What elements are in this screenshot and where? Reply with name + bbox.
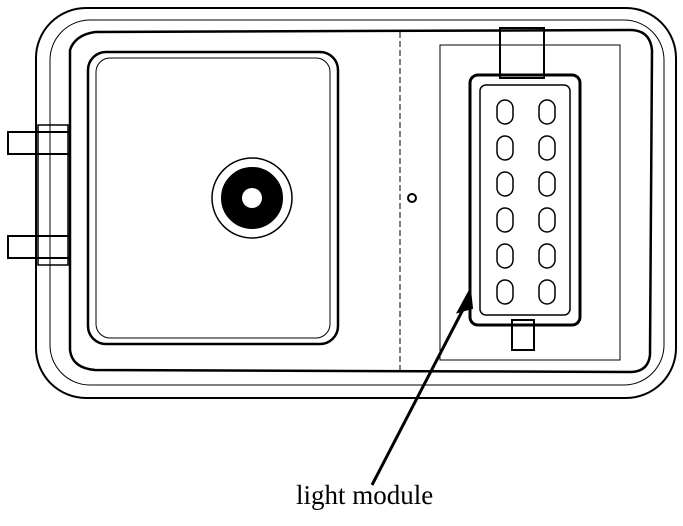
led — [496, 207, 514, 233]
led — [538, 207, 556, 233]
led — [538, 135, 556, 161]
led-array — [496, 99, 556, 305]
outer-housing — [35, 7, 677, 399]
pointer-arrow — [370, 295, 472, 486]
led — [538, 243, 556, 269]
led — [496, 99, 514, 125]
light-module — [468, 73, 582, 327]
led — [538, 171, 556, 197]
led — [496, 171, 514, 197]
frame — [68, 28, 654, 374]
led — [538, 279, 556, 305]
connector — [499, 27, 545, 79]
left-panel — [86, 50, 340, 346]
led — [496, 243, 514, 269]
led — [538, 99, 556, 125]
led — [496, 279, 514, 305]
light-module-label: light module — [296, 480, 434, 510]
led — [496, 135, 514, 161]
module-recess — [439, 44, 621, 361]
sensor-port — [211, 157, 293, 239]
inner-housing — [49, 19, 665, 386]
